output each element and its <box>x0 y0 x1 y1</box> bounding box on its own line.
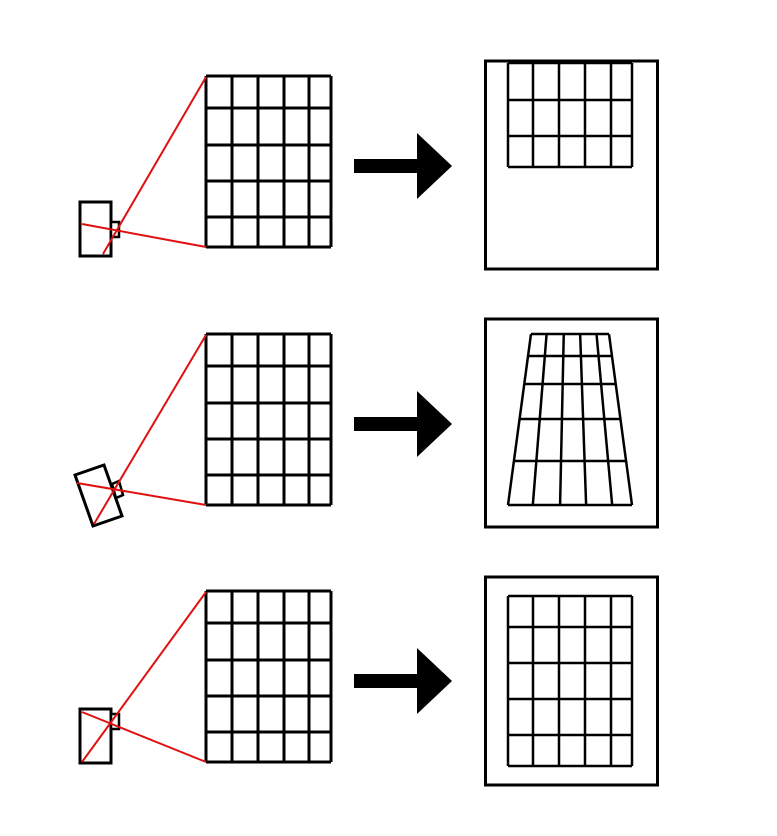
arrow-right-icon <box>354 391 452 457</box>
grid-line-vertical <box>607 333 634 506</box>
view-ray-top <box>102 76 207 255</box>
arrow-right-icon <box>354 648 452 714</box>
source-grid <box>204 74 333 249</box>
source-grid <box>204 332 333 507</box>
arrow-shape <box>354 391 452 457</box>
view-ray-bottom <box>81 223 207 248</box>
grid-line-vertical <box>595 333 614 506</box>
row-3 <box>78 575 659 787</box>
arrow-right-icon <box>354 133 452 199</box>
output-grid <box>506 594 634 768</box>
camera-icon <box>78 707 121 765</box>
view-ray-bottom <box>76 482 207 506</box>
output-frame <box>484 59 659 271</box>
source-grid <box>204 589 333 764</box>
arrow-shape <box>354 648 452 714</box>
view-ray-top <box>81 591 207 763</box>
grid-line-vertical <box>558 333 566 506</box>
output-grid <box>506 61 634 169</box>
output-frame <box>484 317 659 529</box>
camera-body <box>73 463 124 528</box>
output-frame <box>484 575 659 787</box>
view-ray-bottom <box>81 711 207 763</box>
row-1 <box>78 59 659 271</box>
view-ray-top <box>93 334 207 525</box>
grid-line-vertical <box>531 333 548 506</box>
output-grid-perspective <box>506 332 634 507</box>
grid-line-vertical <box>506 333 533 506</box>
row-2 <box>73 317 659 529</box>
grid-line-vertical <box>578 333 588 506</box>
arrow-shape <box>354 133 452 199</box>
